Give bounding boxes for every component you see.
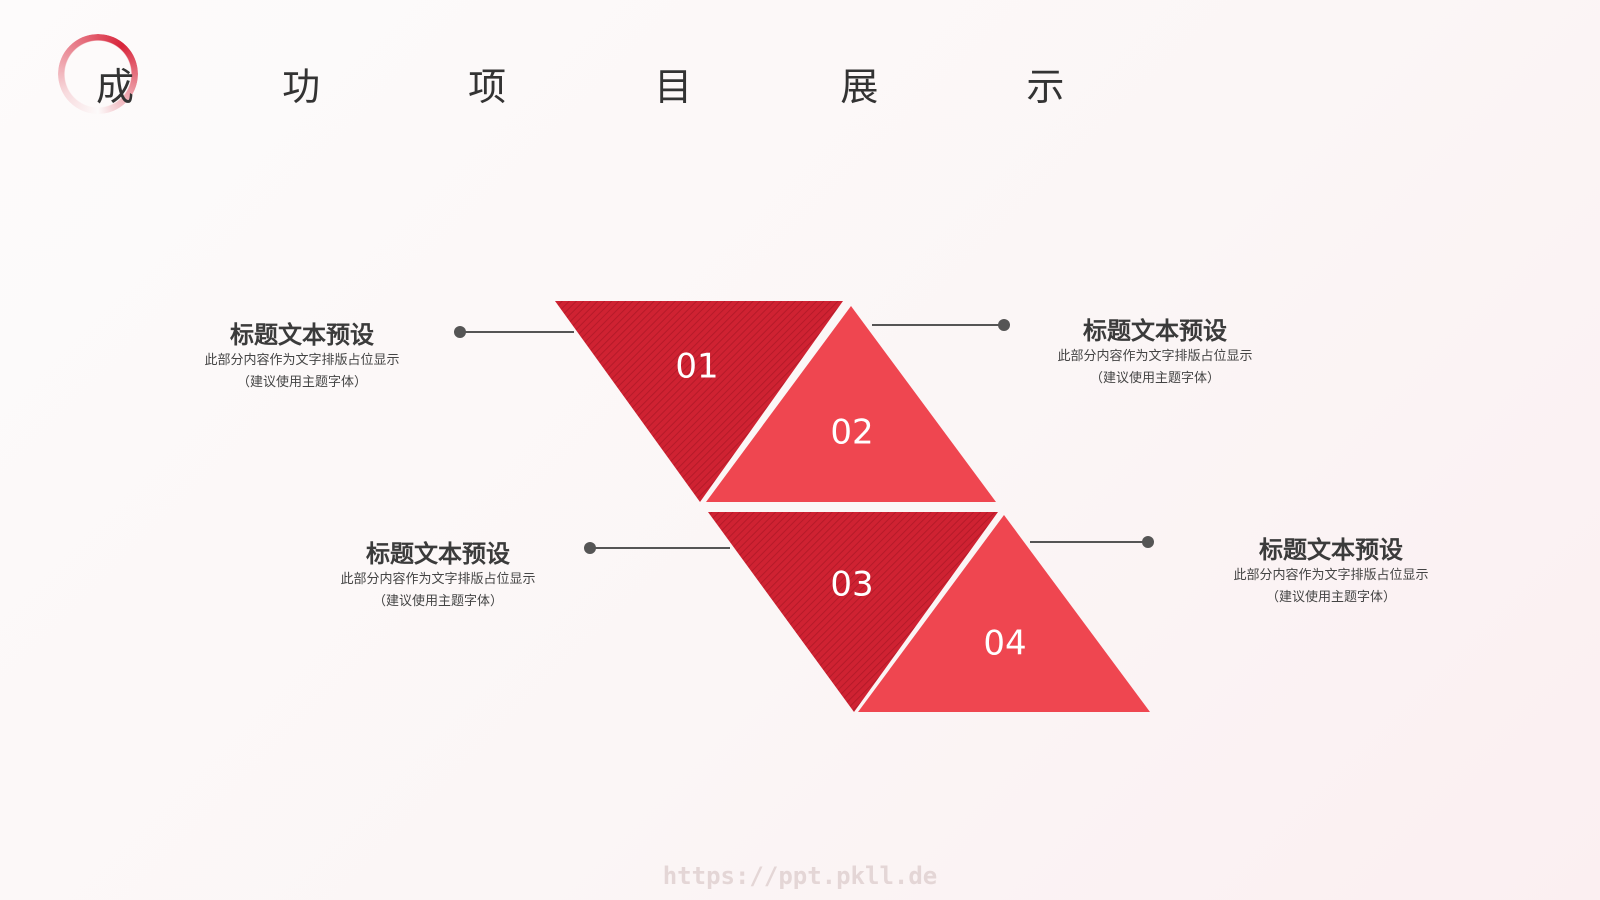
number-02: 02 (830, 413, 873, 453)
item-02-note: （建议使用主题字体） (1089, 371, 1220, 386)
connector-01 (454, 326, 574, 338)
item-04-text: 标题文本预设 此部分内容作为文字排版占位显示 （建议使用主题字体） (1201, 535, 1461, 609)
page-title: 成 功 项 目 展 示 (96, 65, 1133, 109)
connector-02 (872, 319, 1010, 331)
title-ring-decoration (58, 34, 138, 114)
connector-03 (584, 542, 730, 554)
item-01-note: （建议使用主题字体） (236, 375, 367, 390)
item-04-note: （建议使用主题字体） (1265, 590, 1396, 605)
item-03-title: 标题文本预设 (366, 539, 510, 568)
number-03: 03 (830, 565, 873, 605)
item-02-title: 标题文本预设 (1083, 316, 1227, 345)
item-01-desc: 此部分内容作为文字排版占位显示 (204, 353, 400, 368)
item-03-desc: 此部分内容作为文字排版占位显示 (340, 572, 536, 587)
item-02-desc: 此部分内容作为文字排版占位显示 (1057, 349, 1253, 364)
item-03-note: （建议使用主题字体） (372, 594, 503, 609)
item-03-text: 标题文本预设 此部分内容作为文字排版占位显示 （建议使用主题字体） (308, 539, 568, 613)
triangle-02 (706, 306, 996, 502)
item-02-text: 标题文本预设 此部分内容作为文字排版占位显示 （建议使用主题字体） (1025, 316, 1285, 390)
triangle-04 (858, 515, 1150, 712)
number-04: 04 (983, 624, 1026, 664)
watermark-url: https://ppt.pkll.de (662, 862, 938, 890)
connector-04 (1030, 536, 1154, 548)
item-01-text: 标题文本预设 此部分内容作为文字排版占位显示 （建议使用主题字体） (172, 320, 432, 394)
triangle-03 (708, 512, 998, 712)
item-04-title: 标题文本预设 (1259, 535, 1403, 564)
triangle-01 (555, 301, 843, 502)
item-04-desc: 此部分内容作为文字排版占位显示 (1233, 568, 1429, 583)
number-01: 01 (675, 347, 718, 387)
item-01-title: 标题文本预设 (230, 320, 374, 349)
